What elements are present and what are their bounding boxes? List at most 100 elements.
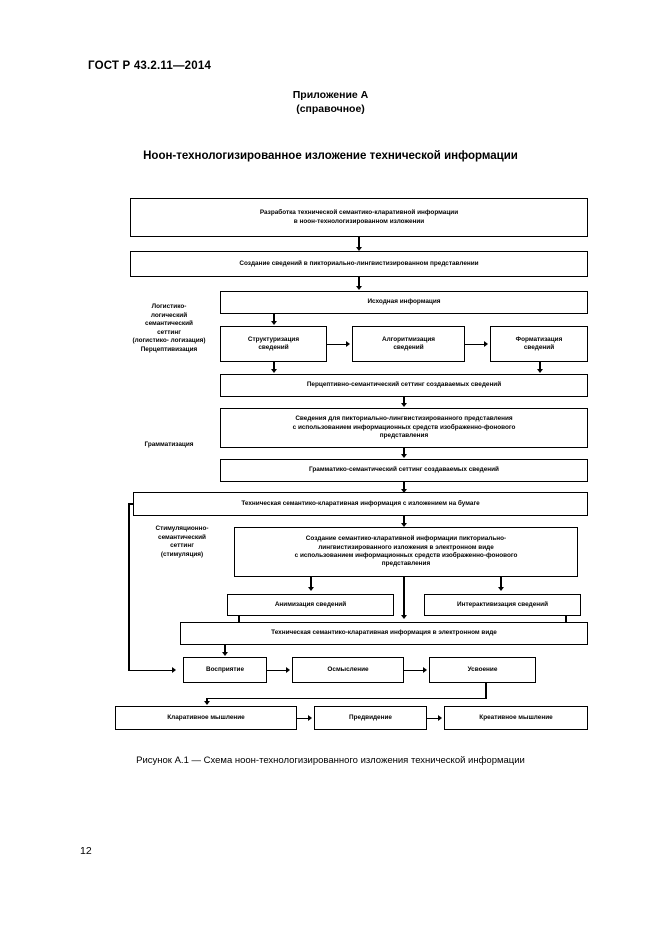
connector-b8-b9 — [403, 448, 405, 456]
box-interactivization-of-information: Интерактивизация сведений — [424, 594, 581, 616]
connector-assimilation-to-clarative — [206, 697, 487, 700]
box-creative-thinking: Креативное мышление — [444, 706, 588, 730]
box-line: Техническая семантико-кларативная информ… — [241, 499, 480, 507]
connector-b15-b16 — [267, 669, 288, 672]
arrowhead-down — [307, 587, 314, 591]
connector-b9-b10 — [403, 482, 405, 491]
box-line: Сведения для пикториально-лингвистизиров… — [295, 415, 513, 423]
connector-paper-left-stub — [128, 503, 134, 505]
box-line: Алгоритмизация — [381, 335, 435, 343]
arrowhead-right — [308, 715, 312, 721]
box-line: сведений — [523, 344, 555, 351]
box-information-for-pictorial-representation: Сведения для пикториально-лингвистизиров… — [220, 408, 588, 448]
box-create-pictorial-representation: Создание сведений в пикториально-лингвис… — [130, 251, 588, 277]
arrowhead-down — [400, 523, 407, 527]
box-grammatical-semantic-setting: Грамматико-семантический сеттинг создава… — [220, 459, 588, 482]
box-line: в ноон-технологизированном изложении — [293, 217, 425, 225]
box-structuring-information: Структуризация сведений — [220, 326, 327, 362]
box-line: Форматизация — [515, 335, 563, 343]
box-source-information: Исходная информация — [220, 291, 588, 314]
box-line: Создание сведений в пикториально-лингвис… — [239, 259, 479, 267]
box-line: Кларативное мышление — [167, 713, 245, 721]
page-title: Ноон-технологизированное изложение техни… — [143, 150, 518, 162]
connector-b5-b6 — [465, 343, 486, 346]
arrowhead-right — [346, 341, 350, 347]
connector-clarative-down — [206, 697, 208, 704]
side-label-line: Перцептивизация — [140, 345, 198, 353]
connector-b11-b14 — [403, 577, 405, 617]
connector-b18-b19 — [297, 717, 310, 720]
box-perceptive-semantic-setting: Перцептивно-семантический сеттинг создав… — [220, 374, 588, 397]
connector-paper-to-perception-horizontal — [128, 669, 174, 672]
side-label-line: семантический — [145, 320, 193, 328]
connector-b12-b14 — [238, 616, 240, 622]
side-label-line: семантический — [158, 533, 206, 541]
box-assimilation: Усвоение — [429, 657, 536, 683]
annex-heading: Приложение А (справочное) — [0, 88, 661, 116]
side-label-line: (логистико- логизация) — [132, 337, 206, 345]
arrowhead-down — [400, 489, 407, 493]
box-perception: Восприятие — [183, 657, 267, 683]
arrowhead-down — [536, 369, 543, 373]
box-line: Восприятие — [205, 665, 245, 673]
connector-b7-b8 — [403, 397, 405, 405]
box-algorithmization-information: Алгоритмизация сведений — [352, 326, 465, 362]
connector-b4-b5 — [327, 343, 348, 346]
box-line: сведений — [393, 344, 424, 351]
arrowhead-down — [400, 454, 407, 458]
box-clarative-thinking: Кларативное мышление — [115, 706, 297, 730]
box-line: Создание семантико-кларативной информаци… — [305, 535, 507, 543]
annex-line-1: Приложение А — [292, 89, 369, 101]
page-number: 12 — [80, 845, 92, 857]
arrowhead-right — [438, 715, 442, 721]
box-formatization-information: Форматизация сведений — [490, 326, 588, 362]
box-line: Анимизация сведений — [274, 600, 347, 608]
connector-b1-b2 — [358, 237, 360, 249]
arrowhead-down — [400, 403, 407, 407]
arrowhead-down — [221, 652, 228, 656]
arrowhead-down — [203, 701, 210, 705]
side-label-line: Грамматизация — [144, 441, 194, 448]
connector-b11-b12 — [310, 577, 312, 589]
box-line: Исходная информация — [367, 298, 441, 306]
connector-b10-b11 — [403, 516, 405, 525]
box-line: представления — [381, 560, 431, 568]
box-line: лингвистизированного изложения в электро… — [318, 543, 494, 551]
connector-b2-b3 — [358, 277, 360, 288]
annex-line-2: (справочное) — [296, 103, 365, 115]
side-label-line: Логистико- — [151, 303, 187, 310]
box-tech-info-electronic: Техническая семантико-кларативная информ… — [180, 622, 588, 645]
arrowhead-down — [400, 615, 407, 619]
arrowhead-down — [355, 247, 362, 251]
box-line: сведений — [258, 344, 289, 351]
side-label-line: логический — [150, 311, 188, 319]
side-label-line: сеттинг — [170, 542, 194, 550]
box-line: с использованием информационных средств … — [292, 423, 516, 431]
box-line: Креативное мышление — [479, 713, 553, 721]
box-line: с использованием информационных средств … — [294, 552, 518, 559]
connector-assimilation-down — [485, 683, 487, 699]
box-tech-info-on-paper: Техническая семантико-кларативная информ… — [133, 492, 588, 516]
box-line: Техническая семантико-кларативная информ… — [271, 629, 497, 637]
side-label-line: (стимуляция) — [160, 550, 204, 558]
arrowhead-down — [270, 369, 277, 373]
side-label-line: сеттинг — [157, 328, 181, 336]
side-label-line: Стимуляционно- — [155, 525, 209, 532]
side-label-grammatization: Грамматизация — [115, 441, 223, 450]
box-line: Предвидение — [349, 713, 392, 721]
box-line: Осмысление — [327, 665, 369, 673]
box-line: Грамматико-семантический сеттинг создава… — [308, 466, 499, 474]
connector-b16-b17 — [404, 669, 425, 672]
standard-code-header: ГОСТ Р 43.2.11—2014 — [88, 60, 212, 72]
connector-b19-b20 — [427, 717, 440, 720]
box-line: Перцептивно-семантический сеттинг создав… — [306, 381, 502, 389]
arrowhead-down — [270, 321, 277, 325]
arrowhead-right — [286, 667, 290, 673]
box-line: Интерактивизация сведений — [457, 600, 548, 608]
connector-b14-b15 — [224, 645, 226, 654]
arrowhead-right — [484, 341, 488, 347]
box-line: Структуризация — [247, 335, 300, 343]
figure-caption: Рисунок А.1 — Схема ноон-технологизирова… — [136, 755, 525, 766]
